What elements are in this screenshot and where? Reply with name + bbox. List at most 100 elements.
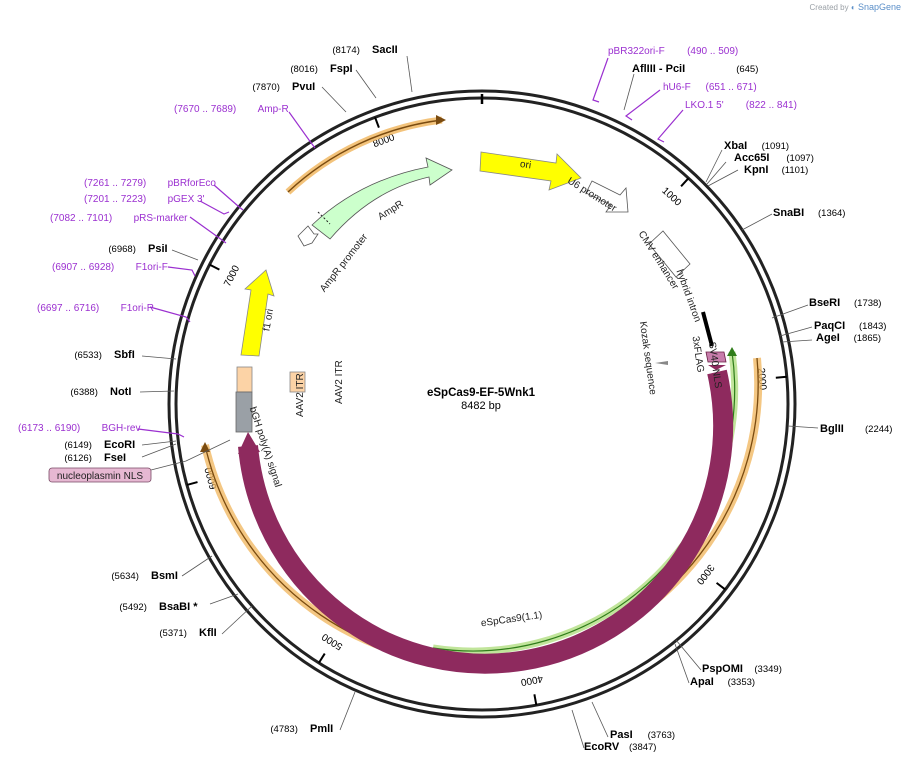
scale-tick-label: 5000 bbox=[320, 630, 345, 651]
site-position: (1101) bbox=[782, 165, 809, 176]
restriction-site: EcoRV(3847) bbox=[584, 741, 656, 753]
site-position: (5492) bbox=[119, 602, 146, 613]
feature-ori-label: ori bbox=[519, 159, 532, 171]
primer-pbr322-line bbox=[592, 57, 609, 103]
site-position: (6126) bbox=[64, 453, 91, 464]
primer-name: pGEX 3' bbox=[168, 194, 205, 205]
scale-tick-label: 4000 bbox=[519, 673, 543, 688]
restriction-site: PvuI (7870) bbox=[252, 81, 315, 93]
kozak-block bbox=[655, 361, 668, 365]
scale-tick bbox=[374, 116, 380, 128]
credit-text: Created by bbox=[809, 3, 849, 12]
scale-tick bbox=[186, 481, 198, 486]
cas9-feature-arc bbox=[238, 369, 734, 674]
site-position: (6968) bbox=[108, 244, 135, 255]
primer-range: (490 .. 509) bbox=[687, 46, 738, 57]
site-position: (3349) bbox=[754, 664, 781, 675]
feature-sv40-label: SV40 NLS bbox=[706, 341, 723, 389]
site-name: FseI bbox=[104, 452, 126, 464]
site-name: BglII bbox=[820, 423, 844, 435]
restriction-site: Acc65I(1097) bbox=[734, 152, 814, 164]
site-name: PmlI bbox=[310, 723, 333, 735]
scale-tick-label: 7000 bbox=[222, 263, 242, 288]
restriction-site: XbaI (1091) bbox=[724, 140, 789, 152]
cas9-green-band-top-arrowhead bbox=[727, 347, 737, 356]
restriction-site: EcoRI (6149) bbox=[64, 439, 135, 451]
site-position: (5371) bbox=[159, 628, 186, 639]
feature-kozak-label: Kozak sequence bbox=[637, 321, 658, 396]
restriction-sites: SacII(8174) FspI(8016) PvuI (7870) AflIII - … bbox=[64, 44, 892, 753]
primer: BGH-rev (6173 .. 6190) bbox=[18, 423, 141, 434]
primer-pgex-line bbox=[199, 200, 230, 215]
site-name: SacII bbox=[372, 44, 398, 56]
scale-tick-label: 3000 bbox=[694, 562, 716, 587]
site-name: PsiI bbox=[148, 243, 168, 255]
site-position: (2244) bbox=[865, 424, 892, 435]
primer-range: (7261 .. 7279) bbox=[84, 178, 146, 189]
scale-tick bbox=[318, 653, 326, 664]
site-name: XbaI bbox=[724, 140, 747, 152]
plasmid-name: eSpCas9-EF-5Wnk1 bbox=[427, 387, 536, 399]
primer-name: F1ori-F bbox=[136, 262, 168, 273]
primer-prs-line bbox=[189, 216, 227, 244]
feature-hybrid-label: hybrid intron bbox=[674, 268, 703, 323]
f1-ori-arrow bbox=[240, 269, 275, 357]
restriction-site: AflIII - PciI (645) bbox=[632, 63, 758, 75]
restriction-site: BsaBI *(5492) bbox=[119, 601, 198, 613]
site-name: BseRI bbox=[809, 297, 840, 309]
restriction-site: KflI(5371) bbox=[159, 627, 216, 639]
feature-flag-label: 3xFLAG bbox=[690, 335, 706, 373]
restriction-site: FseI (6126) bbox=[64, 452, 126, 464]
site-name: EcoRI bbox=[104, 439, 135, 451]
cas9-dash-3 bbox=[429, 623, 434, 637]
site-name: AflIII - PciI bbox=[632, 63, 685, 75]
site-position: (8016) bbox=[290, 64, 317, 75]
restriction-site: FspI(8016) bbox=[290, 63, 352, 75]
cmv-enhancer-box bbox=[648, 230, 691, 278]
feature-amprp-label: AmpR promoter bbox=[318, 231, 371, 294]
primer: F1ori-F (6907 .. 6928) bbox=[52, 262, 168, 273]
site-name: BsmI bbox=[151, 570, 178, 582]
restriction-site: SnaBI(1364) bbox=[773, 207, 845, 219]
nucleoplasmin-label: nucleoplasmin NLS bbox=[57, 471, 143, 482]
cas9-arrowhead bbox=[238, 432, 260, 454]
site-position: (4783) bbox=[270, 724, 297, 735]
primer: hU6-F(651 .. 671) bbox=[663, 82, 757, 93]
site-position: (7870) bbox=[252, 82, 279, 93]
primer: pBR322ori-F(490 .. 509) bbox=[608, 46, 738, 57]
primer-hu6-line bbox=[624, 89, 661, 121]
restriction-site: BsmI(5634) bbox=[111, 570, 178, 582]
primer-name: hU6-F bbox=[663, 82, 691, 93]
site-position: (645) bbox=[736, 64, 758, 75]
site-name: PspOMI bbox=[702, 663, 743, 675]
restriction-site: PsiI (6968) bbox=[108, 243, 167, 255]
primer-ampr-line bbox=[288, 111, 316, 149]
scale-tick bbox=[775, 375, 787, 379]
primer-range: (6907 .. 6928) bbox=[52, 262, 114, 273]
ampr-arrow bbox=[311, 157, 453, 240]
site-position: (3353) bbox=[728, 677, 755, 688]
restriction-site: SacII(8174) bbox=[332, 44, 397, 56]
u6-promoter-arrow bbox=[585, 180, 629, 213]
primer-f1orir-line bbox=[149, 306, 191, 323]
feature-aav-outer-label: AAV2 ITR bbox=[334, 360, 345, 404]
restriction-site: BseRI(1738) bbox=[809, 297, 881, 309]
site-position: (6149) bbox=[64, 440, 91, 451]
primer-range: (6173 .. 6190) bbox=[18, 423, 80, 434]
backbone-outer-ring bbox=[167, 89, 797, 719]
sv40-nls-block bbox=[705, 351, 727, 363]
restriction-site: AgeI(1865) bbox=[816, 332, 881, 344]
feature-f1-label: f1 ori bbox=[261, 308, 276, 332]
feature-cas9-label: eSpCas9(1.1) bbox=[480, 610, 543, 629]
primer-pbrforeco-line bbox=[213, 184, 244, 211]
amp-r-band-top-core bbox=[287, 119, 443, 193]
aav2-itr-outer-block bbox=[289, 371, 306, 393]
restriction-site: BglII (2244) bbox=[820, 423, 892, 435]
site-position: (1091) bbox=[762, 141, 789, 152]
scale-tick-label: 1000 bbox=[659, 185, 683, 208]
primer-range: (6697 .. 6716) bbox=[37, 303, 99, 314]
snapgene-logo-icon: ◐ bbox=[850, 3, 856, 12]
scale-tick bbox=[209, 263, 220, 271]
primer-name: BGH-rev bbox=[102, 423, 141, 434]
site-name: PvuI bbox=[292, 81, 315, 93]
